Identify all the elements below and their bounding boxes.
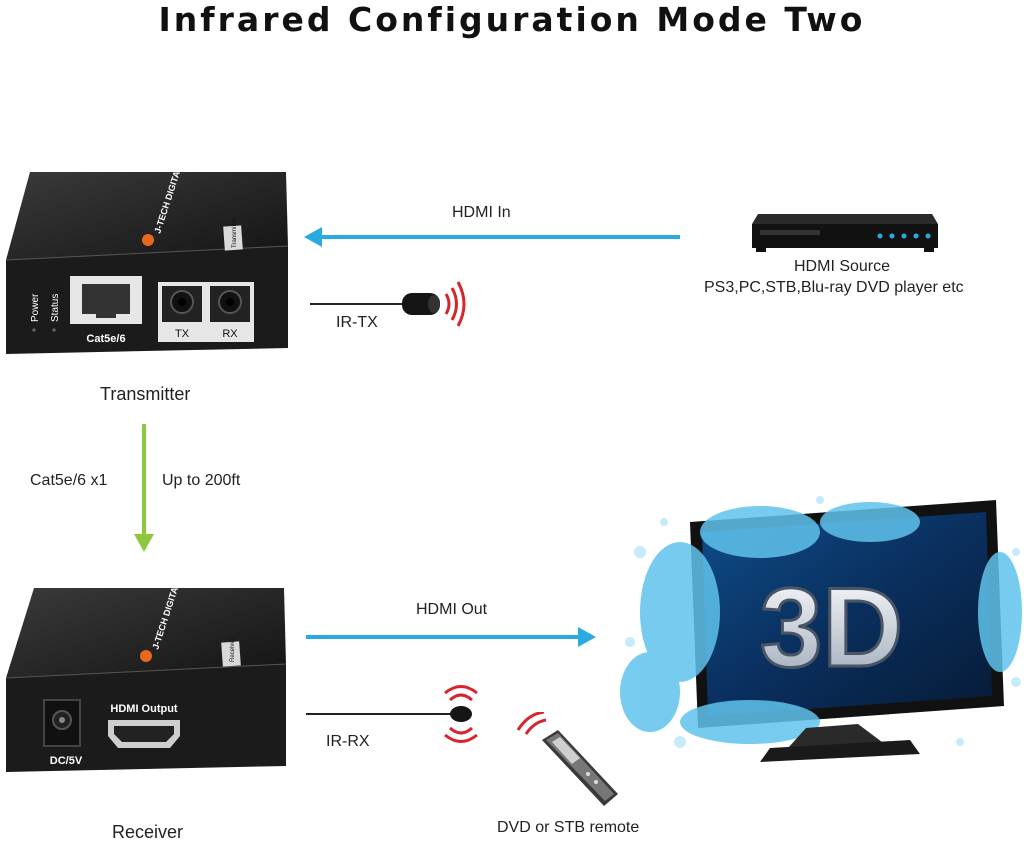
page-title: Infrared Configuration Mode Two (158, 0, 866, 39)
hdmi-source-title: HDMI Source (794, 258, 891, 275)
status-led-label: Status (50, 294, 61, 322)
ir-rx-label: IR-RX (326, 733, 370, 750)
hdmi-source-description: PS3,PC,STB,Blu-ray DVD player etc (704, 279, 964, 296)
status-led (52, 328, 56, 332)
power-led-label: Power (30, 293, 41, 322)
3d-badge: 3D (760, 565, 903, 690)
transmitter-device: J-TECH DIGITAL Transmitter Power Status … (5, 168, 289, 354)
receiver-device: J-TECH DIGITAL Receiver DC/5V HDMI Outpu… (5, 584, 287, 772)
receiver-label: Receiver (112, 822, 184, 842)
rx-port-label: RX (222, 328, 238, 340)
brand-logo-icon (140, 650, 152, 662)
cable-arrow (134, 424, 154, 552)
power-led (32, 328, 36, 332)
tx-port-label: TX (175, 328, 190, 340)
receiver-side-tag: Receiver (230, 638, 236, 662)
hdmi-in-arrow (304, 227, 680, 247)
remote-label: DVD or STB remote (497, 819, 640, 836)
cable-length-label: Up to 200ft (162, 472, 241, 489)
hdmi-in-label: HDMI In (452, 204, 511, 221)
dc-power-jack-icon (43, 699, 81, 747)
remote-control-icon (516, 712, 618, 806)
ir-tx-emitter-icon (310, 281, 466, 327)
hdmi-port-icon (108, 720, 180, 748)
transmitter-side-tag: Transmitter (232, 218, 238, 248)
ir-rx-jack-icon (206, 282, 254, 342)
transmitter-label: Transmitter (100, 384, 191, 404)
hdmi-output-label: HDMI Output (110, 703, 178, 715)
cat5e-port-icon (70, 276, 142, 324)
bluray-player-icon (752, 214, 938, 252)
cable-type-label: Cat5e/6 x1 (30, 472, 108, 489)
brand-logo-icon (142, 234, 154, 246)
3d-tv-icon: 3D (620, 496, 1022, 762)
cat5e-port-label: Cat5e/6 (86, 333, 125, 345)
ir-tx-jack-icon (158, 282, 206, 342)
hdmi-out-arrow (306, 627, 596, 647)
ir-tx-label: IR-TX (336, 314, 378, 331)
ir-rx-receiver-icon (306, 685, 478, 743)
dc-port-label: DC/5V (50, 755, 83, 767)
hdmi-out-label: HDMI Out (416, 601, 488, 618)
